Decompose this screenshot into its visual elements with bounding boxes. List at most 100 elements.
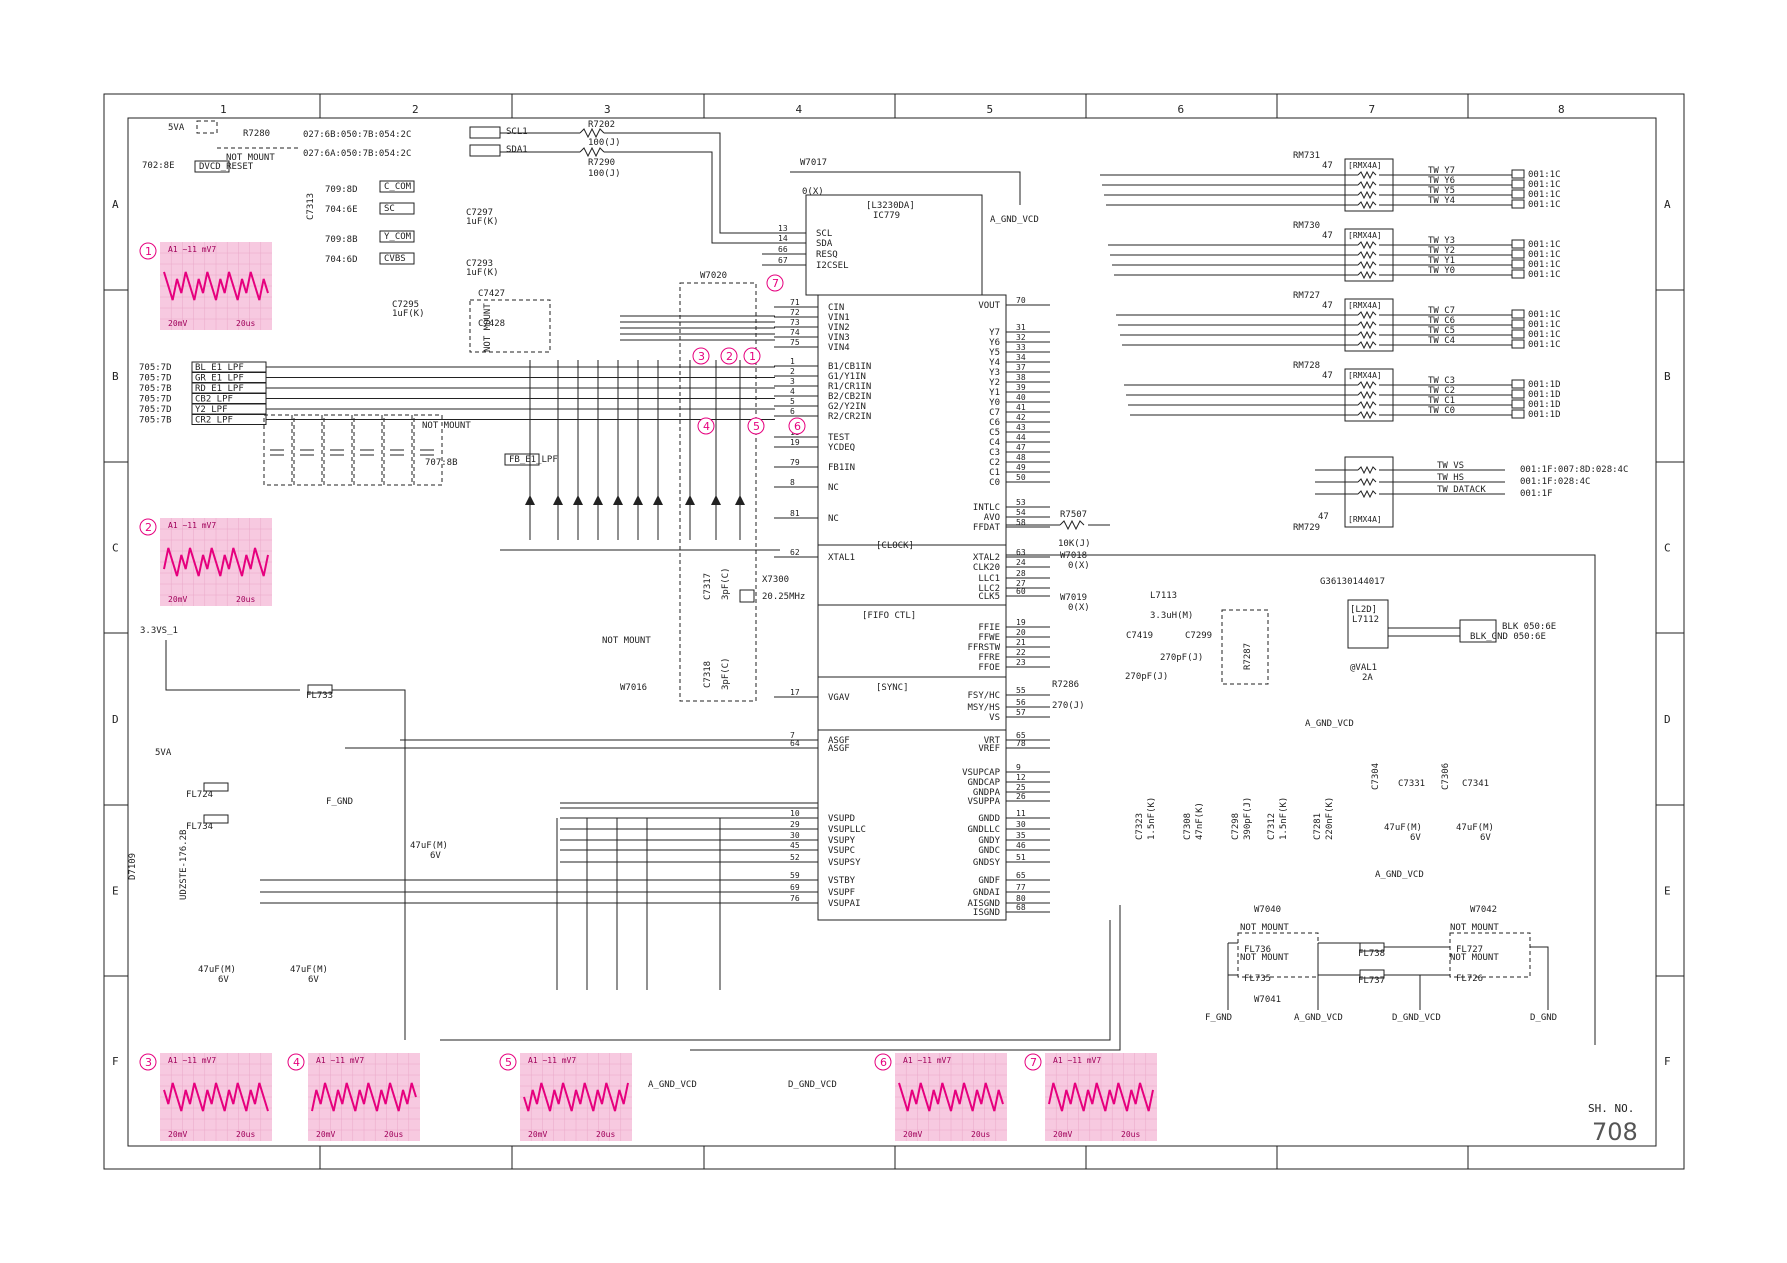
supply-3v3-label: 3.3VS_1 <box>140 626 178 636</box>
row-label-left-C: C <box>112 542 119 555</box>
rm-dest: 001:1C <box>1528 190 1561 200</box>
ic-pin-name: ASGF <box>828 736 850 746</box>
rm-net: TW_C6 <box>1428 316 1455 326</box>
ic-pin-num: 46 <box>1016 841 1026 850</box>
ic-pin-num: 41 <box>1016 403 1026 412</box>
c7323-value: 1.5nF(K) <box>1147 797 1157 840</box>
ic-pin-num: 7 <box>790 731 795 740</box>
agnd-label-sync: A_GND_VCD <box>1305 719 1354 729</box>
ic-pin-num: 75 <box>790 338 800 347</box>
ic-pin-name: VOUT <box>978 301 1000 311</box>
ic-pin-num: 72 <box>790 308 800 317</box>
ic-pin-num: 51 <box>1016 853 1026 862</box>
c7318-value: 3pF(C) <box>721 657 731 690</box>
ic-pin-num: 48 <box>1016 453 1026 462</box>
ic-pin-name: NC <box>828 514 839 524</box>
ic-pin-name: GNDSY <box>973 858 1001 868</box>
rm-net: TW_C3 <box>1428 376 1455 386</box>
row-label-left-F: F <box>112 1055 119 1068</box>
ic-pin-name: SDA <box>816 239 833 249</box>
rm-net: TW_C7 <box>1428 306 1455 316</box>
r7507-label: R7507 <box>1060 510 1087 520</box>
top-signal-net: C_COM <box>384 182 412 192</box>
rm-net: TW_C5 <box>1428 326 1455 336</box>
ic-pin-name: C1 <box>989 468 1000 478</box>
w7019-value: 0(X) <box>1068 603 1090 613</box>
ic-pin-name: VSUPC <box>828 846 855 856</box>
rm-dest: 001:1D <box>1528 400 1561 410</box>
ic-pin-num: 70 <box>1016 296 1026 305</box>
ic-pin-num: 40 <box>1016 393 1026 402</box>
c7331-voltage: 6V <box>1410 833 1421 843</box>
dgnd2-label-br: D_GND <box>1530 1013 1557 1023</box>
row-label-left-E: E <box>112 885 119 898</box>
scope-marker-label: 6 <box>880 1056 887 1069</box>
ic-pin-num: 81 <box>790 509 800 518</box>
ic-pin-num: 24 <box>1016 558 1026 567</box>
ic-pin-name: GNDY <box>978 836 1000 846</box>
rm-dest: 001:1C <box>1528 330 1561 340</box>
waveform-marker-text: 1 <box>749 350 756 363</box>
ic-pin-name: VSUPLLC <box>828 825 866 835</box>
ic-pin-num: 27 <box>1016 579 1026 588</box>
ic-pin-name: B1/CB1IN <box>828 362 871 372</box>
ic-pin-name: VRT <box>984 736 1001 746</box>
val1-label: @VAL1 <box>1350 663 1377 673</box>
c7317-label: C7317 <box>703 573 713 600</box>
ic-pin-num: 68 <box>1016 903 1026 912</box>
ic-pin-num: 13 <box>778 224 788 233</box>
ic-pin-num: 33 <box>1016 343 1026 352</box>
fl737-label: FL737 <box>1358 976 1385 986</box>
w7042-nm: NOT MOUNT <box>1450 923 1499 933</box>
drawing-area-border <box>127 117 1657 1147</box>
rm-net: TW_C1 <box>1428 396 1455 406</box>
rm-dest: 001:1C <box>1528 200 1561 210</box>
rm-net: TW_Y0 <box>1428 266 1455 276</box>
r7286-value: 270(J) <box>1052 701 1085 711</box>
ic-pin-num: 37 <box>1016 363 1026 372</box>
ic-pin-name: FFWE <box>978 633 1000 643</box>
fl735-label: FL735 <box>1244 974 1271 984</box>
ic-pin-name: VIN3 <box>828 333 850 343</box>
row-label-right-D: D <box>1664 713 1671 726</box>
ic-pin-name: YCDEQ <box>828 443 855 453</box>
ic-pin-name: GNDD <box>978 814 1000 824</box>
ic-pin-num: 45 <box>790 841 800 850</box>
ic-pin-num: 3 <box>790 377 795 386</box>
ic-pin-name: VSUPF <box>828 888 855 898</box>
ic-pin-num: 55 <box>1016 686 1026 695</box>
scope-text-bottom-right: 20us <box>236 319 255 328</box>
r7290-value: 100(J) <box>588 169 621 179</box>
rm-value: 47 <box>1322 301 1333 311</box>
waveform-marker-6 <box>788 417 806 435</box>
c7306-label: C7306 <box>1441 763 1451 790</box>
top-signal-ref: 704:6D <box>325 255 358 265</box>
ic-pin-num: 9 <box>1016 763 1021 772</box>
ic-pin-name: NC <box>828 483 839 493</box>
scope-marker-label: 7 <box>1030 1056 1037 1069</box>
ic-pin-name: G1/Y1IN <box>828 372 866 382</box>
top-signal-ref: 709:8B <box>325 235 358 245</box>
rm-ref: RM728 <box>1293 361 1320 371</box>
ic-pin-num: 21 <box>1016 638 1026 647</box>
sda-net-label: SDA1 <box>506 145 528 155</box>
rm-value: 47 <box>1322 161 1333 171</box>
ic-pin-num: 76 <box>790 894 800 903</box>
rm729-value: 47 <box>1318 512 1329 522</box>
rm-net: TW_Y3 <box>1428 236 1455 246</box>
c7419-label: C7419 <box>1126 631 1153 641</box>
ic-pin-name: FFIE <box>978 623 1000 633</box>
ic-pin-name: AISGND <box>967 899 1000 909</box>
r7280-label: R7280 <box>243 129 270 139</box>
ic-pin-name: FB1IN <box>828 463 855 473</box>
ic-pin-name: VSUPAI <box>828 899 861 909</box>
ic-pin-num: 47 <box>1016 443 1026 452</box>
connector-net: BL_E1_LPF <box>195 363 244 373</box>
ic-pin-name: Y4 <box>989 358 1000 368</box>
connector-ref: 705:7B <box>139 416 172 426</box>
